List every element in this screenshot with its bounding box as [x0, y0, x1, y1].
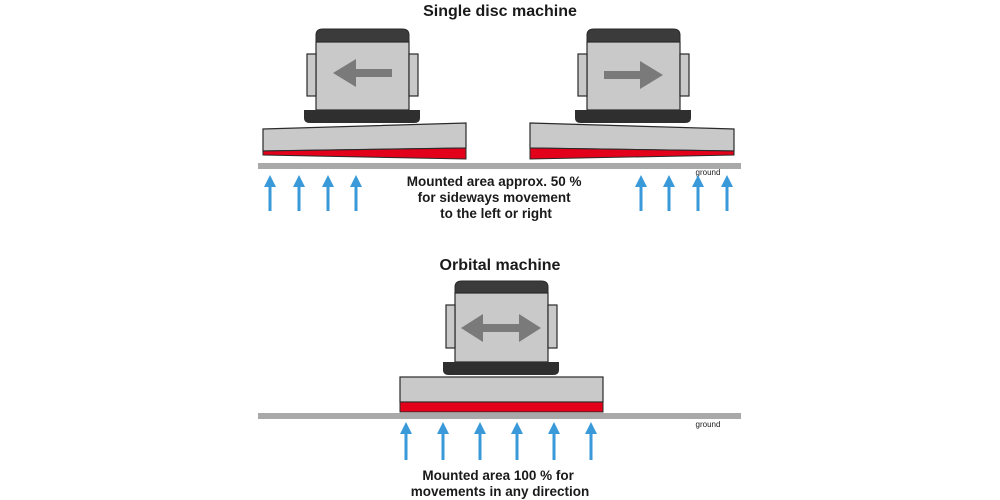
ground-line-bottom: [258, 413, 741, 419]
ground-line-top: [258, 163, 741, 169]
orbital-plate: [399, 376, 604, 403]
pressure-arrows-bottom: [400, 422, 597, 460]
motor-collar: [443, 362, 559, 375]
motor-side-right: [547, 304, 558, 349]
caption-line: for sideways movement: [418, 190, 572, 205]
motor-side-right: [679, 53, 690, 97]
motor-housing: [454, 280, 549, 294]
orbital-caption: Mounted area 100 % for movements in any …: [411, 468, 590, 499]
orbital-machine: [399, 280, 604, 413]
caption-line: Mounted area approx. 50 %: [407, 174, 582, 189]
ground-label-top: ground: [696, 168, 721, 177]
single-disc-machine-left: [262, 28, 467, 160]
arrow-right-icon: [604, 61, 663, 89]
motor-collar: [304, 110, 420, 123]
motor-side-left: [306, 53, 317, 97]
single-disc-caption: Mounted area approx. 50 % for sideways m…: [407, 174, 586, 221]
pressure-arrows-top-left: [264, 175, 362, 211]
pad-red: [529, 147, 735, 160]
ground-label-bottom: ground: [696, 420, 721, 429]
motor-side-right: [408, 53, 419, 97]
orbital-title: Orbital machine: [440, 257, 561, 274]
motor-housing: [315, 28, 410, 43]
caption-line: to the left or right: [440, 206, 552, 221]
single-disc-title: Single disc machine: [423, 3, 577, 20]
motor-housing: [586, 28, 681, 43]
pressure-arrows-top-right: [635, 175, 733, 211]
caption-line: movements in any direction: [411, 484, 590, 499]
pad-red: [262, 147, 467, 160]
motor-collar: [575, 110, 691, 123]
arrow-left-right-icon: [461, 314, 541, 342]
motor-side-left: [445, 304, 456, 349]
caption-line: Mounted area 100 % for: [422, 468, 574, 483]
pad-red: [399, 401, 604, 413]
motor-side-left: [577, 53, 588, 97]
single-disc-machine-right: [529, 28, 735, 160]
disc-plate: [262, 122, 467, 152]
arrow-left-icon: [333, 59, 392, 87]
disc-plate: [529, 122, 735, 152]
